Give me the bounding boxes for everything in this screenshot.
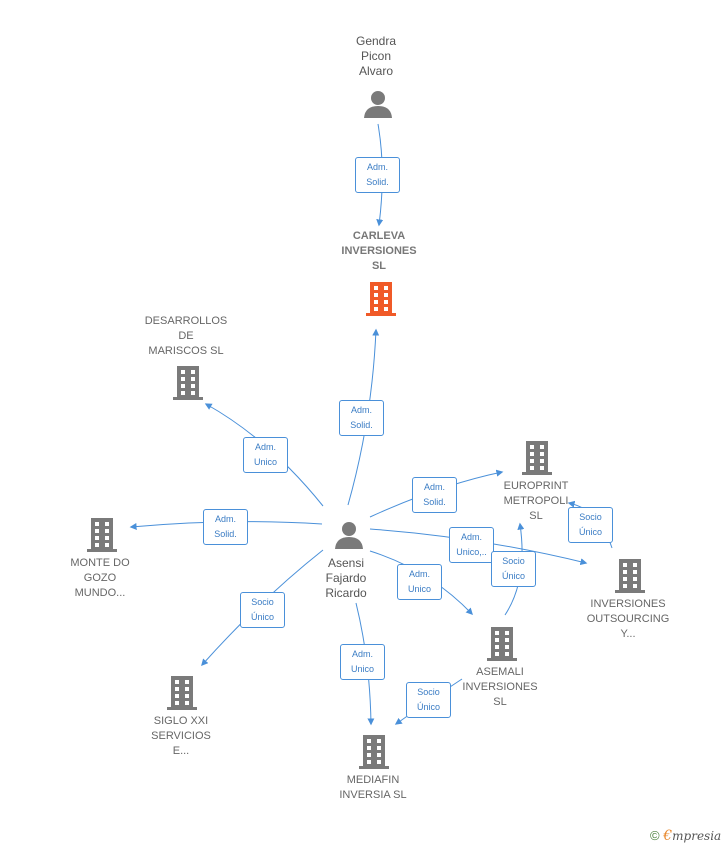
edge-label-asensi-europrint[interactable]: Adm. Solid. — [412, 477, 457, 513]
node-europrint-label: EUROPRINT METROPOLI SL — [503, 480, 569, 522]
edge-label-asemali-mediafin[interactable]: Socio Único — [406, 682, 451, 718]
edge-label-inversiones-europrint[interactable]: Socio Único — [568, 507, 613, 543]
person-icon[interactable] — [363, 89, 393, 119]
edge-label-asensi-mediafin[interactable]: Adm. Unico — [340, 644, 385, 680]
edge-label-asensi-desarrollos[interactable]: Adm. Unico — [243, 437, 288, 473]
node-gendra-label: Gendra Picon Alvaro — [355, 34, 397, 78]
node-mediafin-label: MEDIAFIN INVERSIA SL — [339, 774, 407, 801]
edge-label-asemali-europrint[interactable]: Socio Único — [491, 551, 536, 587]
edge-label-asensi-siglo[interactable]: Socio Único — [240, 592, 285, 628]
building-icon[interactable] — [86, 516, 118, 552]
brand-logo: €mpresia — [663, 828, 722, 844]
edge-label-gendra-carleva[interactable]: Adm. Solid. — [355, 157, 400, 193]
building-icon[interactable] — [166, 674, 198, 710]
edge-label-asensi-inversiones[interactable]: Adm. Unico,.. — [449, 527, 494, 563]
building-icon[interactable] — [358, 733, 390, 769]
building-icon[interactable] — [486, 625, 518, 661]
edge-label-asensi-carleva[interactable]: Adm. Solid. — [339, 400, 384, 436]
person-icon[interactable] — [334, 520, 364, 550]
footer-brand: © €mpresia — [650, 828, 721, 844]
building-icon[interactable] — [172, 364, 204, 400]
node-carleva-label: CARLEVA INVERSIONES SL — [341, 230, 417, 272]
edge-label-asensi-asemali[interactable]: Adm. Unico — [397, 564, 442, 600]
edge-label-asensi-monte[interactable]: Adm. Solid. — [203, 509, 248, 545]
building-icon[interactable] — [521, 439, 553, 475]
node-inversiones-label: INVERSIONES OUTSOURCING Y... — [586, 598, 670, 640]
node-desarrollos-label: DESARROLLOS DE MARISCOS SL — [144, 315, 228, 357]
building-icon[interactable] — [365, 280, 397, 316]
building-icon[interactable] — [614, 557, 646, 593]
node-asemali-label: ASEMALI INVERSIONES SL — [462, 666, 538, 708]
node-siglo-label: SIGLO XXI SERVICIOS E... — [151, 715, 211, 757]
node-asensi-label: Asensi Fajardo Ricardo — [325, 556, 367, 600]
node-monte-label: MONTE DO GOZO MUNDO... — [70, 557, 130, 599]
copyright-symbol: © — [650, 828, 660, 843]
